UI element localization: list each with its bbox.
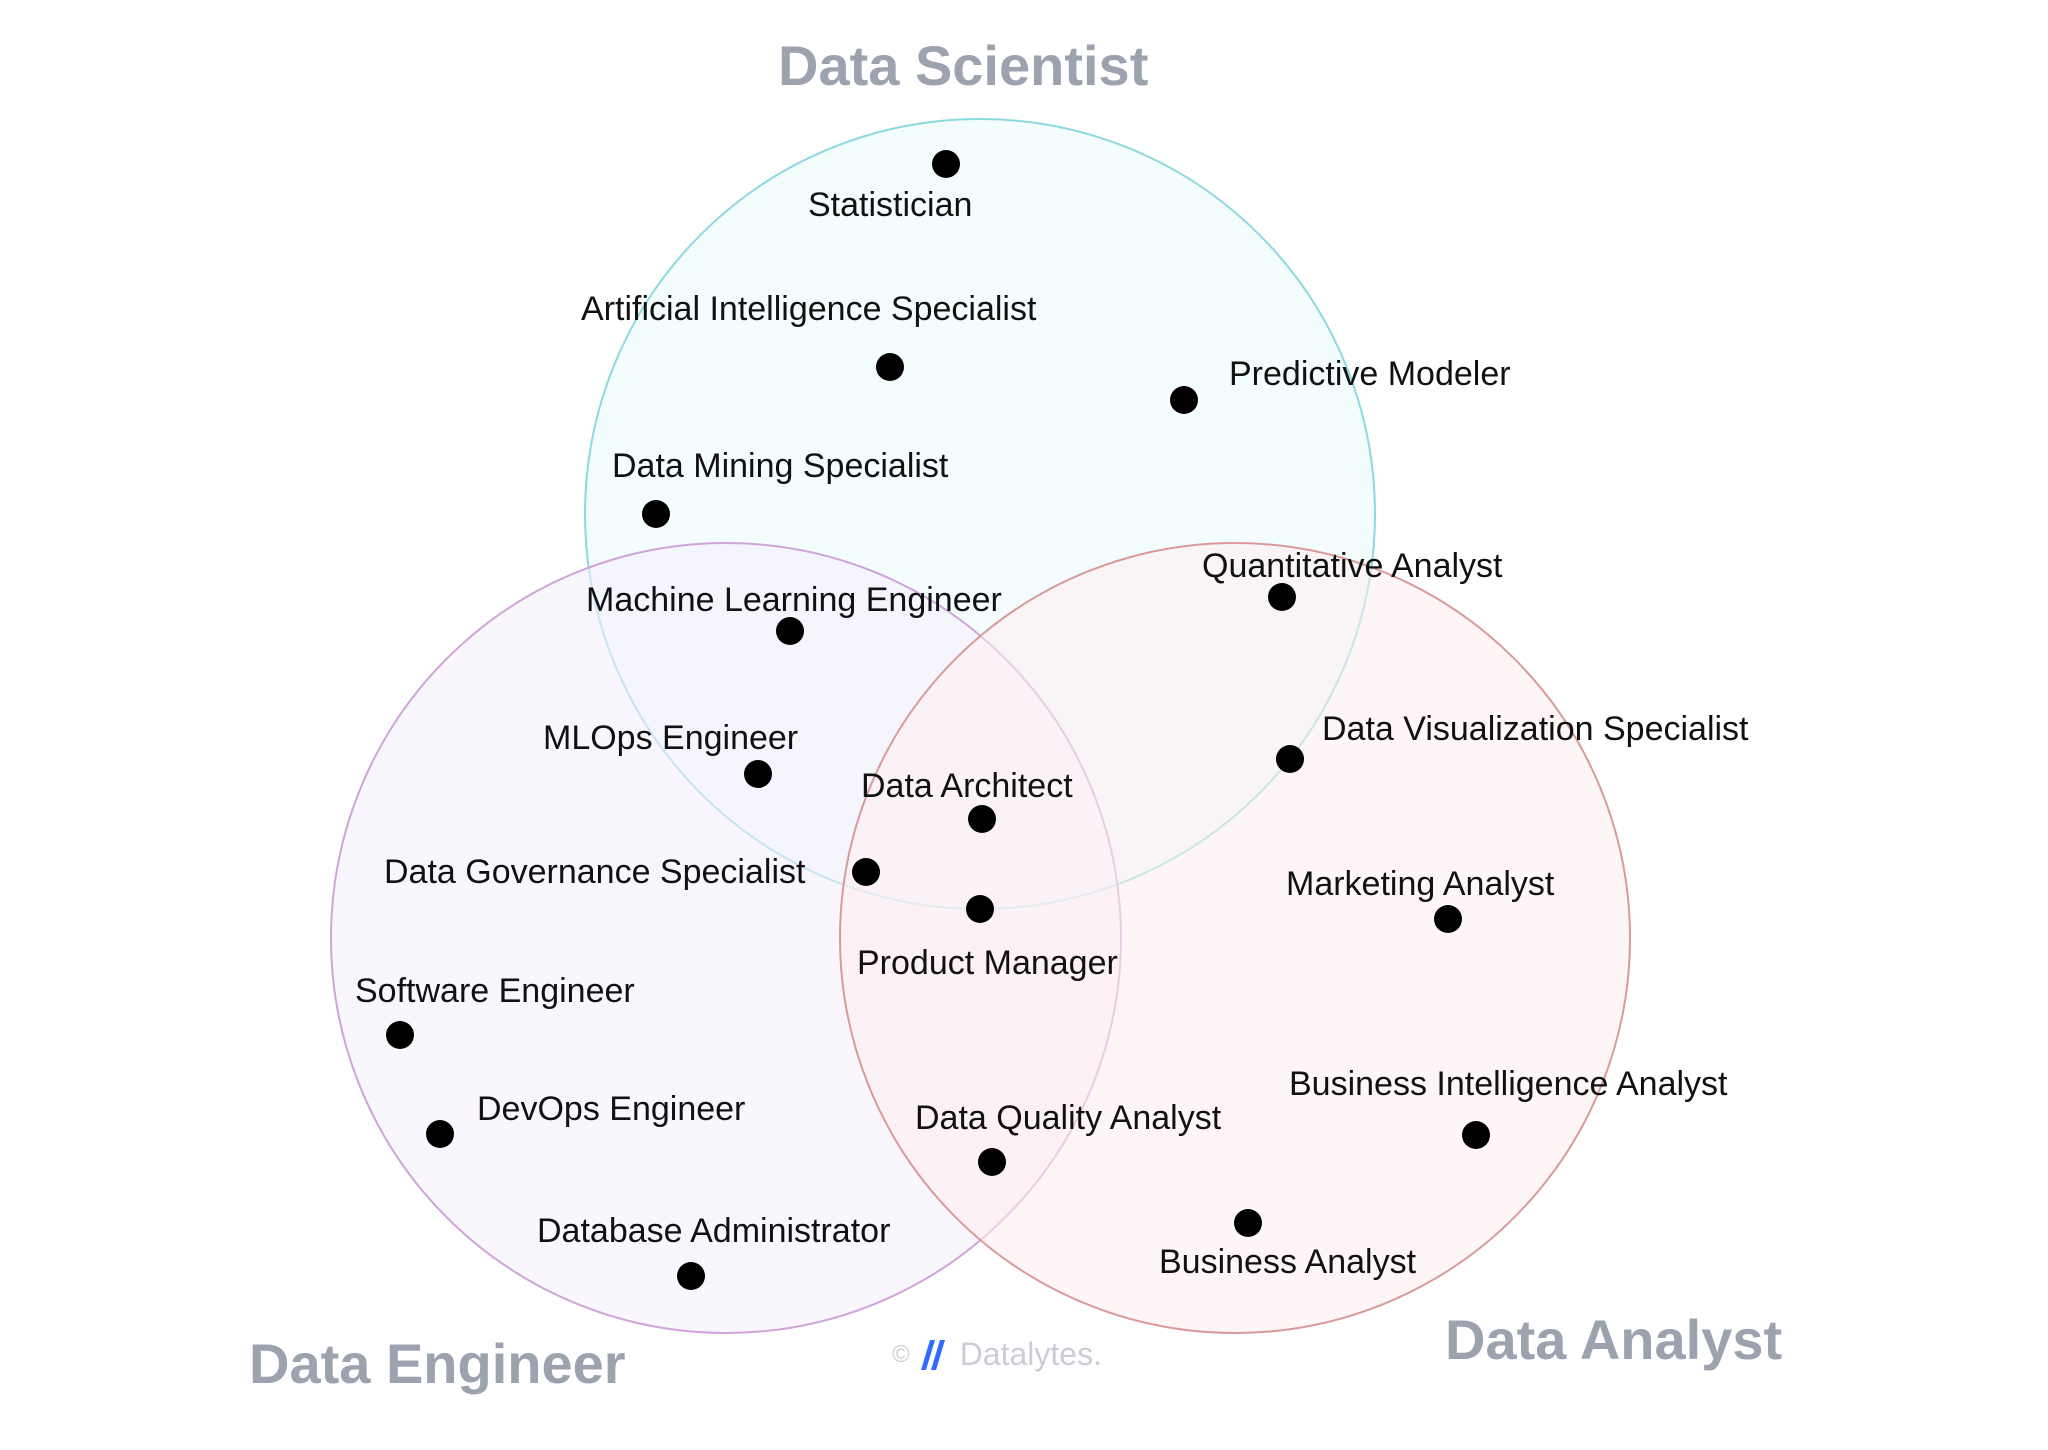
role-dot-mlops-engineer — [744, 760, 772, 788]
title-data-scientist: Data Scientist — [778, 34, 1149, 97]
role-label-mlops-engineer: MLOps Engineer — [543, 719, 799, 757]
role-dot-data-architect — [968, 805, 996, 833]
role-dot-statistician — [932, 150, 960, 178]
role-dot-product-manager — [966, 895, 994, 923]
role-label-quantitative-analyst: Quantitative Analyst — [1202, 547, 1503, 585]
role-label-data-visualization-specialist: Data Visualization Specialist — [1322, 710, 1749, 748]
role-label-devops-engineer: DevOps Engineer — [477, 1090, 746, 1128]
role-dot-devops-engineer — [426, 1120, 454, 1148]
role-label-business-intelligence-analyst: Business Intelligence Analyst — [1289, 1065, 1728, 1103]
role-label-data-quality-analyst: Data Quality Analyst — [915, 1099, 1222, 1137]
brand-name: Datalytes. — [959, 1336, 1102, 1372]
venn-circles — [330, 118, 1631, 1334]
role-label-data-governance-specialist: Data Governance Specialist — [384, 853, 806, 891]
role-dot-data-visualization-specialist — [1276, 745, 1304, 773]
role-label-software-engineer: Software Engineer — [355, 972, 635, 1010]
title-data-engineer: Data Engineer — [249, 1332, 626, 1395]
role-dot-data-quality-analyst — [978, 1148, 1006, 1176]
role-dot-marketing-analyst — [1434, 905, 1462, 933]
role-label-marketing-analyst: Marketing Analyst — [1286, 865, 1555, 903]
copyright-symbol: © — [892, 1340, 910, 1368]
role-label-database-administrator: Database Administrator — [537, 1212, 891, 1250]
role-dot-software-engineer — [386, 1021, 414, 1049]
role-dot-database-administrator — [677, 1262, 705, 1290]
set-circle-analyst — [839, 542, 1631, 1334]
role-label-predictive-modeler: Predictive Modeler — [1229, 355, 1511, 393]
role-label-product-manager: Product Manager — [857, 944, 1118, 982]
role-dot-business-intelligence-analyst — [1462, 1121, 1490, 1149]
role-dot-artificial-intelligence-specialist — [876, 353, 904, 381]
role-dot-data-governance-specialist — [852, 858, 880, 886]
role-dot-data-mining-specialist — [642, 500, 670, 528]
role-dot-predictive-modeler — [1170, 386, 1198, 414]
role-label-business-analyst: Business Analyst — [1159, 1243, 1417, 1281]
watermark: © Datalytes. — [892, 1336, 1102, 1373]
role-label-statistician: Statistician — [808, 186, 973, 224]
role-label-machine-learning-engineer: Machine Learning Engineer — [586, 581, 1002, 619]
role-label-artificial-intelligence-specialist: Artificial Intelligence Specialist — [581, 290, 1037, 328]
role-label-data-mining-specialist: Data Mining Specialist — [612, 447, 949, 485]
role-dot-quantitative-analyst — [1268, 583, 1296, 611]
role-dot-business-analyst — [1234, 1209, 1262, 1237]
datalytes-logo-icon — [920, 1339, 945, 1370]
role-label-data-architect: Data Architect — [861, 767, 1073, 805]
title-data-analyst: Data Analyst — [1445, 1308, 1783, 1371]
role-dot-machine-learning-engineer — [776, 617, 804, 645]
